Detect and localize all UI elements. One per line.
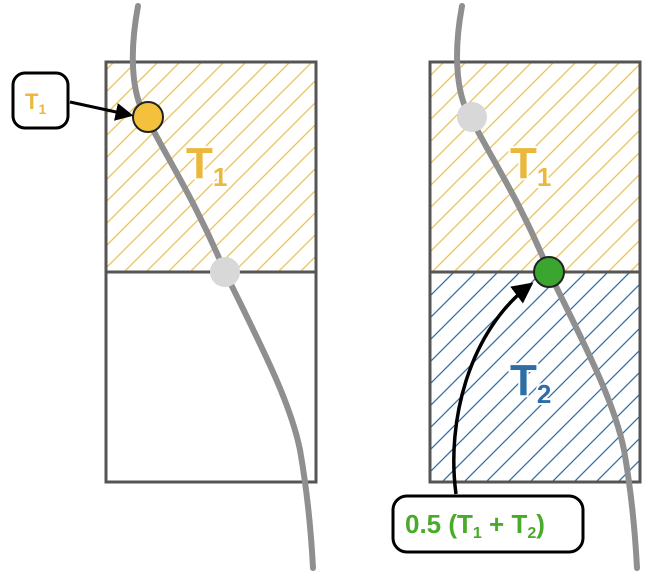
left-panel: T1 T1	[11, 3, 318, 571]
right-callout-suffix: )	[536, 509, 545, 539]
left-top-cell-label-main: T	[186, 139, 213, 188]
left-grey-dot	[210, 257, 240, 287]
left-top-cell-label-sub: 1	[213, 162, 227, 192]
right-top-cell-label-sub: 1	[537, 162, 551, 192]
left-callout-box	[11, 71, 70, 130]
right-callout-sub1: 1	[473, 525, 482, 542]
right-panel: T1 T2 0.5 (T1 + T2)	[391, 3, 642, 571]
right-bottom-cell-hatch	[430, 272, 640, 482]
right-green-dot	[533, 256, 565, 288]
right-bottom-cell-label: T2	[510, 356, 551, 409]
left-callout-label: T1	[25, 89, 46, 117]
right-top-cell-label-main: T	[510, 139, 537, 188]
right-bottom-cell-label-sub: 2	[537, 379, 551, 409]
left-bottom-cell	[104, 270, 318, 484]
right-callout-box	[391, 494, 585, 554]
right-top-cell-label: T1	[510, 139, 551, 192]
right-grey-dot	[457, 102, 487, 132]
right-callout-prefix: 0.5 (T	[405, 509, 473, 539]
right-callout-arrow	[452, 282, 534, 495]
right-callout-sub2: 2	[527, 525, 536, 542]
right-callout-mid: + T	[482, 509, 528, 539]
left-top-cell-label: T1	[186, 139, 227, 192]
left-callout-label-sub: 1	[38, 101, 46, 117]
left-callout-arrow	[69, 100, 134, 121]
left-callout-label-main: T	[25, 89, 39, 114]
left-orange-dot	[132, 101, 164, 133]
right-callout-label: 0.5 (T1 + T2)	[405, 509, 545, 542]
right-bottom-cell-label-main: T	[510, 356, 537, 405]
